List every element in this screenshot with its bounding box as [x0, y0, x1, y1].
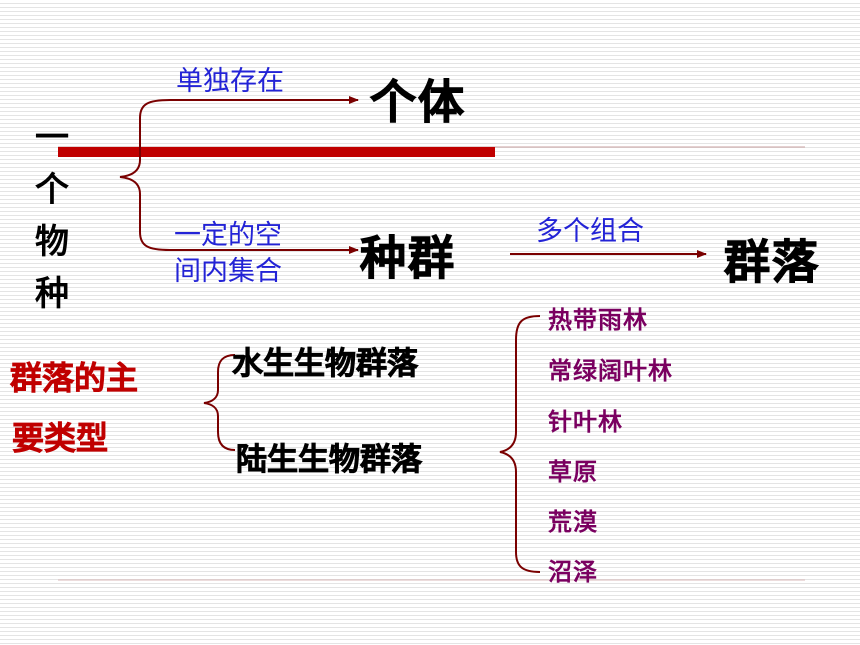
population-label: 种群: [360, 231, 456, 286]
title-bar: [58, 147, 495, 157]
vertical-title-char: 个: [35, 170, 69, 210]
population-condition-line1: 一定的空: [174, 220, 282, 251]
types-brace: [203, 354, 236, 451]
vertical-title: 一 个 物 种: [32, 112, 72, 320]
vertical-title-char: 种: [35, 274, 69, 314]
terrestrial-type-item: 热带雨林: [548, 306, 648, 334]
species-brace: [119, 99, 171, 251]
aquatic-community-label: 水生生物群落: [232, 346, 419, 383]
terrestrial-community-label: 陆生生物群落: [236, 442, 423, 479]
terrestrial-type-item: 常绿阔叶林: [548, 357, 673, 385]
individual-condition-label: 单独存在: [176, 66, 284, 97]
types-heading-line1: 群落的主: [10, 359, 139, 398]
terrestrial-type-item: 针叶林: [548, 408, 623, 436]
combination-label: 多个组合: [536, 216, 644, 247]
terrestrial-brace: [499, 315, 541, 573]
individual-label: 个体: [370, 75, 466, 130]
terrestrial-type-item: 荒漠: [548, 508, 598, 536]
types-heading-line2: 要类型: [12, 419, 109, 458]
community-label: 群落: [724, 235, 820, 290]
terrestrial-type-item: 草原: [548, 458, 598, 486]
terrestrial-type-item: 沼泽: [548, 558, 598, 586]
vertical-title-char: 一: [35, 118, 69, 158]
population-condition-line2: 间内集合: [174, 256, 282, 287]
vertical-title-char: 物: [35, 222, 69, 262]
